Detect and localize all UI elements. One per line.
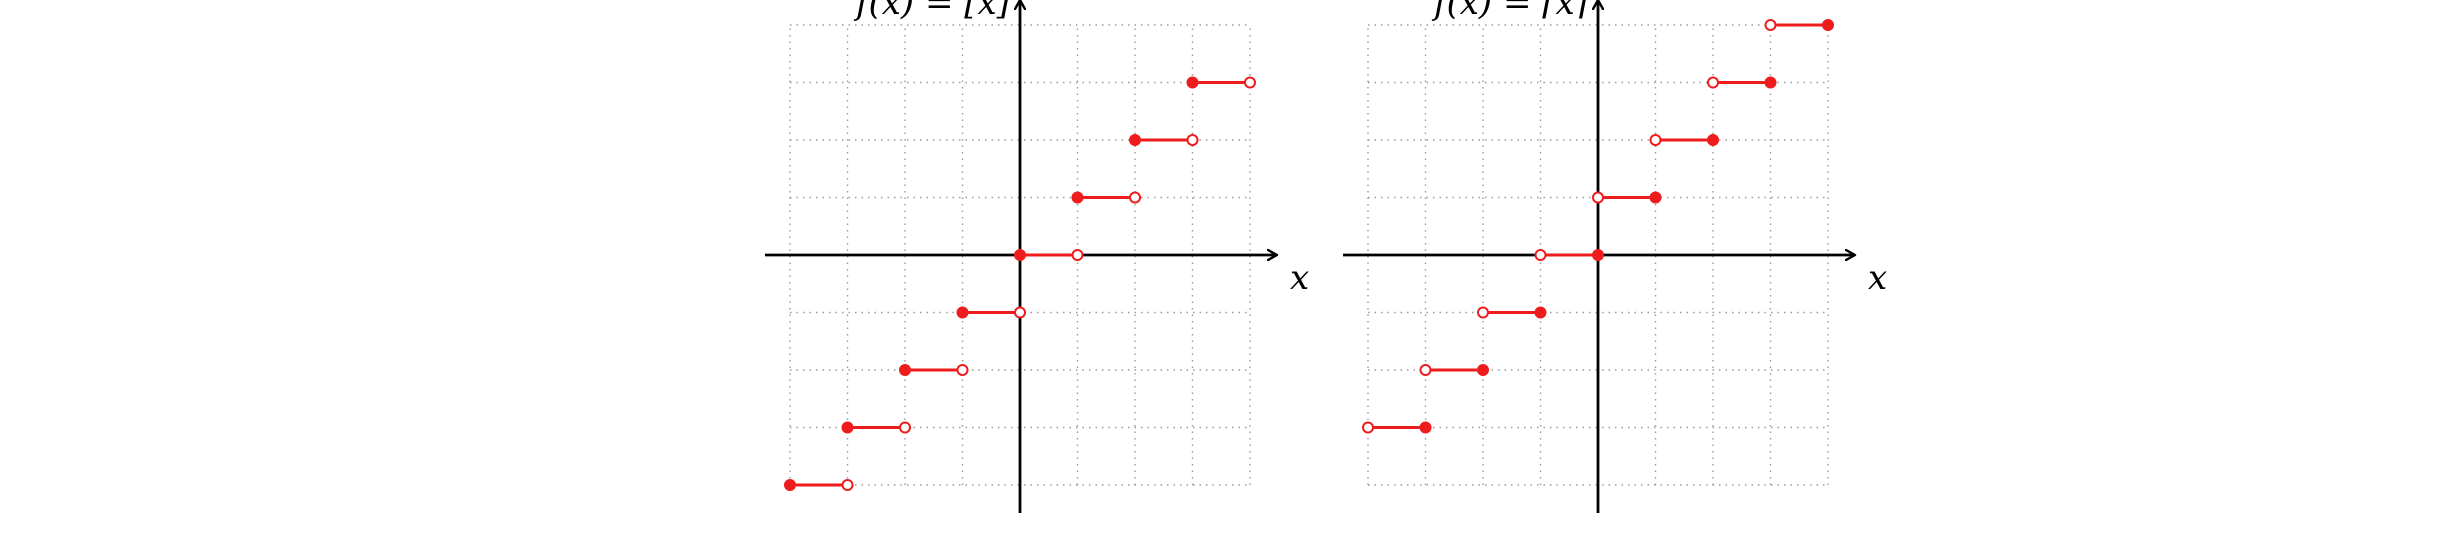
floor-closed-endpoint — [899, 364, 911, 376]
floor-open-endpoint — [956, 364, 969, 376]
floor-open-endpoint — [841, 479, 854, 491]
ceiling-open-endpoint — [1477, 306, 1489, 319]
ceiling-open-endpoint — [1649, 134, 1662, 146]
floor-closed-endpoint — [1014, 249, 1026, 261]
ceiling-closed-endpoint — [1419, 421, 1432, 434]
ceiling-open-endpoint — [1534, 249, 1547, 261]
floor-open-endpoint — [1244, 76, 1256, 89]
floor-closed-endpoint — [784, 479, 796, 491]
ceiling-closed-endpoint — [1649, 191, 1662, 204]
floor-open-endpoint — [899, 421, 911, 434]
ceiling-open-endpoint — [1362, 421, 1374, 434]
ceiling-open-endpoint — [1419, 364, 1432, 376]
ceiling-function-chart: x f(x) = ⌈x⌉ — [1343, 0, 1887, 513]
ceiling-closed-endpoint — [1534, 306, 1547, 319]
ceiling-closed-endpoint — [1592, 249, 1604, 261]
ceiling-chart-x-axis-label: x — [1868, 258, 1887, 298]
floor-closed-endpoint — [1186, 76, 1199, 89]
floor-open-endpoint — [1186, 134, 1199, 146]
ceiling-chart-steps — [1362, 19, 1834, 434]
floor-closed-endpoint — [1129, 134, 1141, 146]
floor-closed-endpoint — [1071, 191, 1084, 204]
ceiling-chart-title: f(x) = ⌈x⌉ — [1431, 0, 1589, 23]
floor-function-chart: x f(x) = [x] — [765, 0, 1309, 513]
floor-chart-title: f(x) = [x] — [853, 0, 1011, 23]
ceiling-closed-endpoint — [1764, 76, 1777, 89]
floor-open-endpoint — [1129, 191, 1141, 204]
floor-closed-endpoint — [841, 421, 854, 434]
ceiling-open-endpoint — [1764, 19, 1777, 31]
floor-closed-endpoint — [956, 306, 969, 319]
floor-chart-x-axis-label: x — [1290, 258, 1309, 298]
floor-open-endpoint — [1071, 249, 1084, 261]
ceiling-open-endpoint — [1707, 76, 1719, 89]
ceiling-open-endpoint — [1592, 191, 1604, 204]
floor-chart-steps — [784, 76, 1256, 491]
ceiling-closed-endpoint — [1477, 364, 1489, 376]
ceiling-closed-endpoint — [1707, 134, 1719, 146]
floor-open-endpoint — [1014, 306, 1026, 319]
ceiling-closed-endpoint — [1822, 19, 1834, 31]
